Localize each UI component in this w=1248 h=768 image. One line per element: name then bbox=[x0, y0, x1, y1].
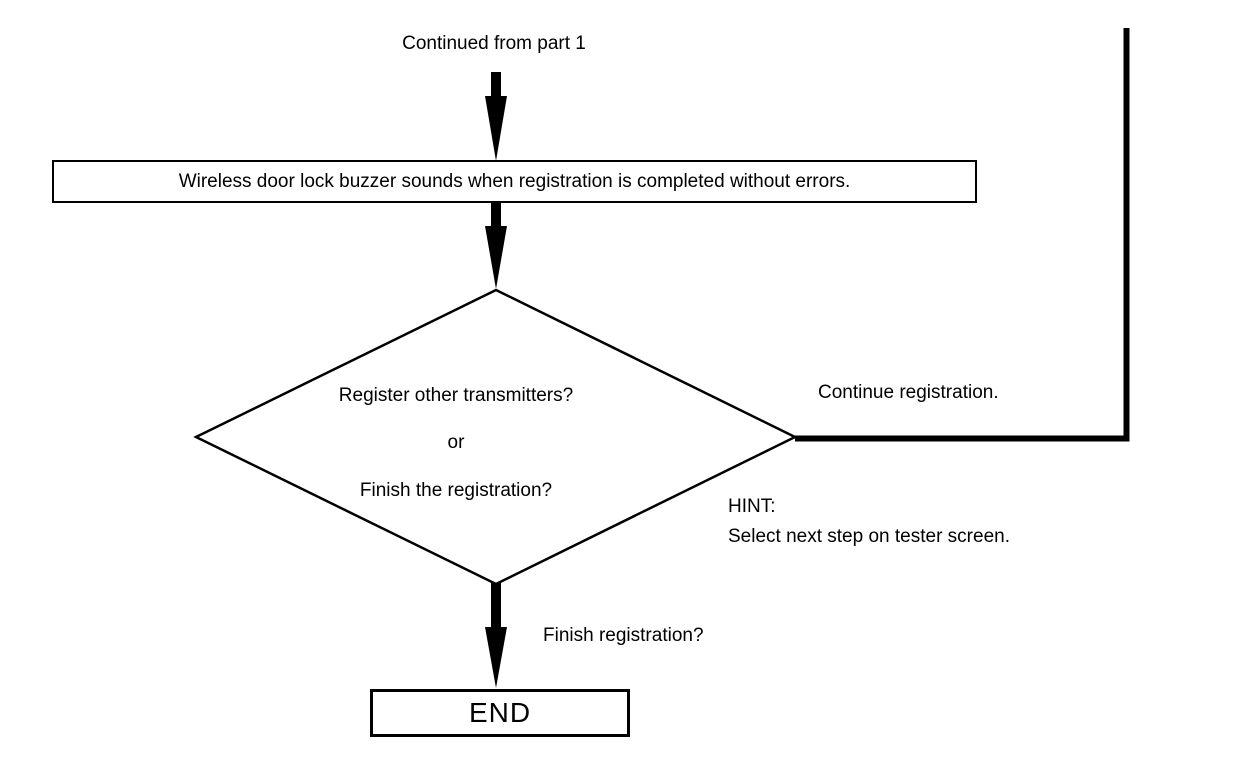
decision-question-2: Finish the registration? bbox=[359, 480, 553, 501]
hint-body: Select next step on tester screen. bbox=[728, 526, 1010, 547]
hint-title: HINT: bbox=[728, 496, 776, 517]
end-box-text: END bbox=[468, 697, 532, 728]
entry-label: Continued from part 1 bbox=[402, 33, 586, 54]
finish-branch-label: Finish registration? bbox=[543, 625, 704, 646]
decision-question-1: Register other transmitters? bbox=[338, 385, 574, 406]
entry-arrow-icon bbox=[485, 72, 507, 161]
hint-block: HINT: Select next step on tester screen. bbox=[728, 492, 1010, 552]
decision-or-text: or bbox=[447, 432, 465, 453]
end-box: END bbox=[370, 689, 630, 737]
process-to-decision-arrow-icon bbox=[485, 203, 507, 289]
continue-branch-label: Continue registration. bbox=[818, 382, 999, 403]
process-box-text: Wireless door lock buzzer sounds when re… bbox=[178, 170, 851, 192]
process-box: Wireless door lock buzzer sounds when re… bbox=[52, 160, 977, 203]
decision-to-end-arrow-icon bbox=[485, 583, 507, 688]
continue-connector-line bbox=[795, 28, 1130, 442]
